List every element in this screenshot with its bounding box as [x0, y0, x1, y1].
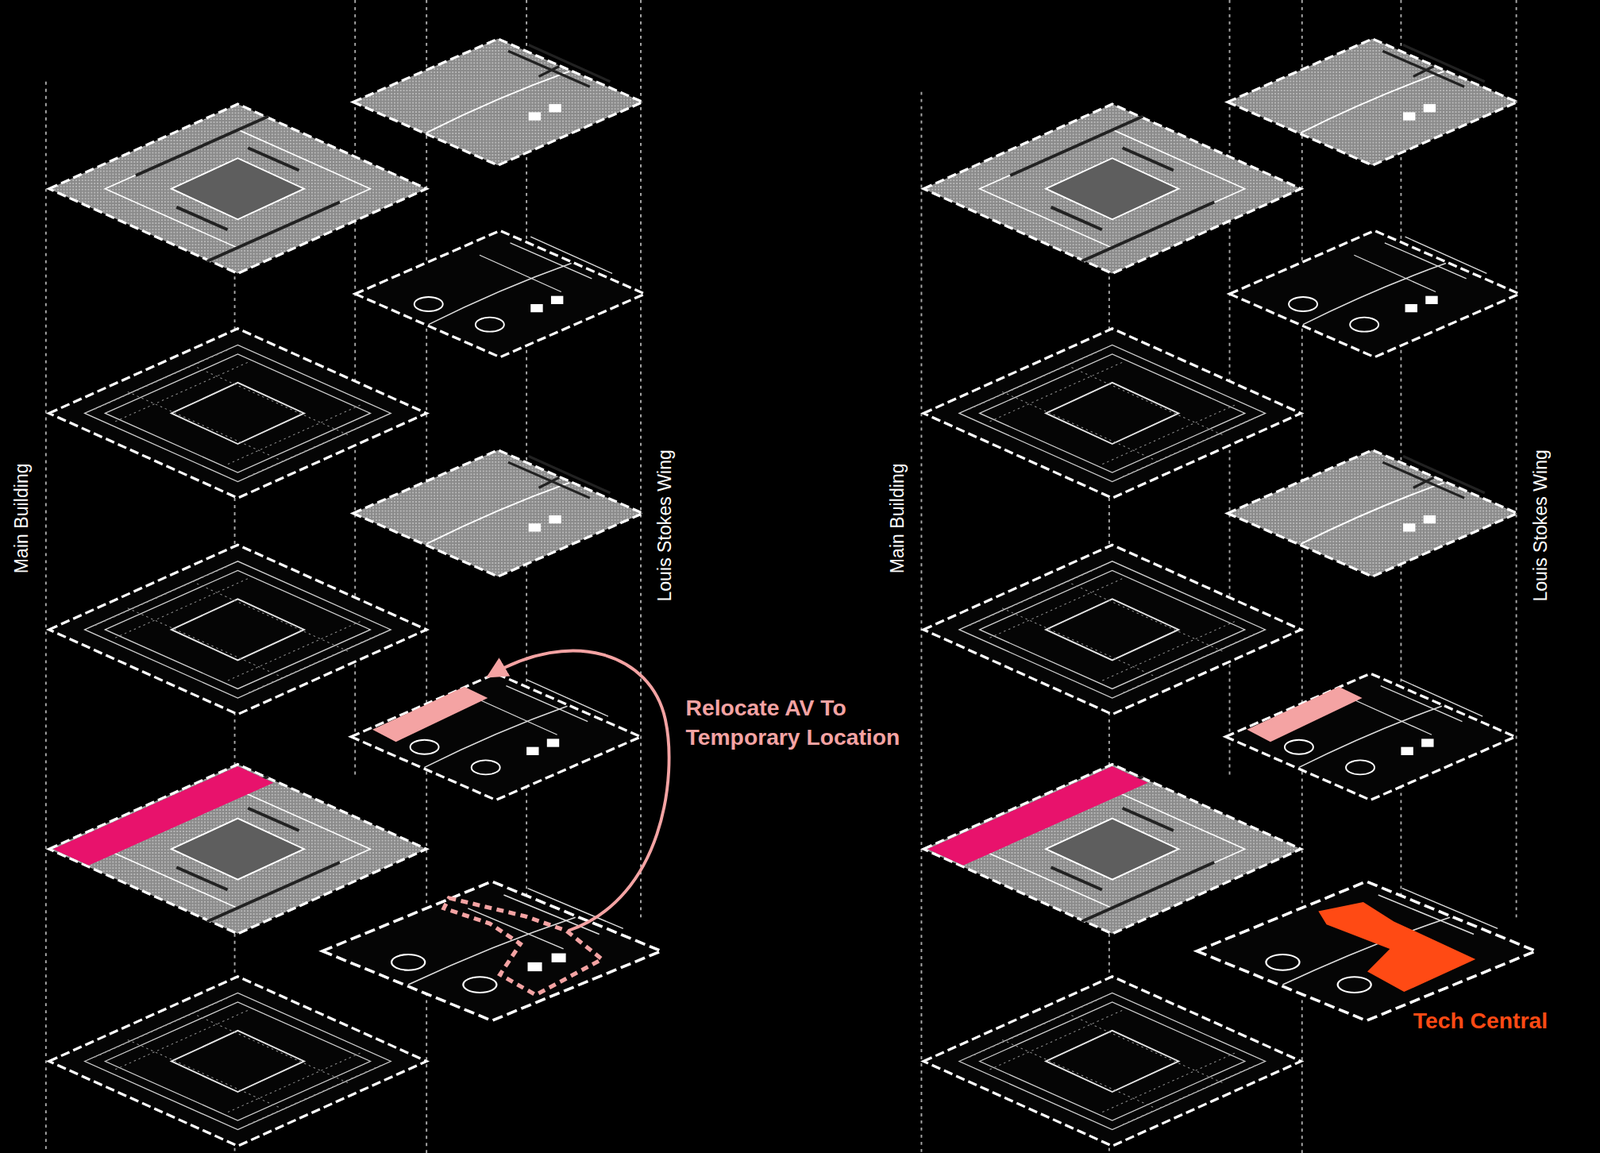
temporary-av-zone	[372, 686, 488, 742]
wing-label: Louis Stokes Wing	[1530, 449, 1552, 602]
magenta-band	[927, 766, 1149, 866]
tech-central-label: Tech Central	[1413, 1008, 1548, 1035]
left-stack	[49, 38, 670, 1146]
wing-label: Louis Stokes Wing	[654, 449, 676, 602]
temporary-av-zone	[1246, 686, 1362, 742]
relocate-note: Relocate AV To Temporary Location	[686, 693, 926, 752]
building-label: Main Building	[886, 462, 909, 574]
av-current-outline	[443, 898, 602, 995]
relocate-arrow	[489, 651, 670, 931]
tech-central-zone	[1318, 902, 1476, 992]
right-stack	[923, 38, 1536, 1146]
building-label: Main Building	[11, 462, 34, 574]
magenta-band	[53, 766, 274, 866]
